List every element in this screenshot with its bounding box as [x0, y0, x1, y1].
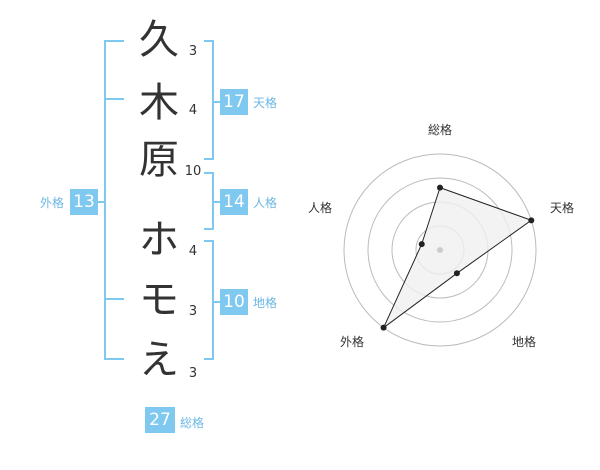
stroke-count-2: 4	[188, 103, 198, 118]
chikaku-value: 10	[220, 289, 248, 315]
soukaku-label: 総格	[180, 416, 205, 430]
gaikaku-value: 13	[70, 189, 98, 215]
chikaku-bracket-tick	[204, 358, 214, 360]
radar-grid-ring	[367, 177, 513, 323]
chikaku-label: 地格	[253, 296, 278, 310]
stroke-count-3: 10	[184, 164, 202, 179]
radar-point-5	[418, 241, 425, 248]
gaikaku-label: 外格	[40, 196, 65, 210]
radar-axis-label-chikaku: 地格	[512, 334, 536, 349]
radar-area	[383, 186, 533, 329]
name-char-1: 久	[139, 17, 179, 63]
jinkaku-label: 人格	[253, 196, 278, 210]
name-char-5: モ	[139, 277, 179, 323]
radar-point-4	[380, 324, 387, 331]
tenkaku-bracket-tick	[204, 40, 214, 42]
radar-point-2	[528, 217, 535, 224]
gaikaku-bracket-tick	[104, 298, 124, 300]
radar-axis-label-tenkaku: 天格	[550, 200, 574, 215]
radar-point-3	[453, 270, 460, 277]
stroke-count-1: 3	[188, 44, 198, 59]
radar-chart: 総格 天格 地格 外格 人格	[308, 122, 574, 349]
chikaku-bracket-vertical	[212, 240, 214, 360]
chikaku-bracket-tick	[204, 240, 214, 242]
jinkaku-bracket-arm	[212, 201, 222, 203]
soukaku-value: 27	[145, 407, 175, 433]
radar-axis-label-soukaku: 総格	[428, 122, 452, 137]
name-char-4: ホ	[139, 217, 179, 263]
tenkaku-bracket-tick	[204, 158, 214, 160]
name-char-6: え	[139, 337, 179, 383]
gaikaku-bracket-vertical	[104, 40, 106, 360]
gaikaku-bracket-tick	[104, 98, 124, 100]
gaikaku-bracket-tick	[104, 40, 124, 42]
gaikaku-bracket-tick	[104, 358, 124, 360]
radar-grid-ring	[343, 153, 537, 347]
name-char-3: 原	[139, 137, 179, 183]
gaikaku-bracket-arm	[98, 201, 106, 203]
stroke-count-5: 3	[188, 304, 198, 319]
radar-point-1	[437, 184, 443, 191]
tenkaku-bracket-arm	[212, 101, 222, 103]
tenkaku-label: 天格	[253, 96, 278, 110]
stroke-count-6: 3	[188, 366, 198, 381]
radar-axis-label-gaikaku: 外格	[340, 334, 364, 349]
tenkaku-value: 17	[220, 89, 248, 115]
chikaku-bracket-arm	[212, 301, 222, 303]
radar-axis-label-jinkaku: 人格	[308, 200, 332, 215]
jinkaku-value: 14	[220, 189, 248, 215]
name-char-2: 木	[139, 80, 179, 126]
jinkaku-bracket-tick	[204, 172, 214, 174]
tenkaku-bracket-vertical	[212, 40, 214, 160]
stroke-count-4: 4	[188, 244, 198, 259]
jinkaku-bracket-tick	[204, 228, 214, 230]
radar-center	[437, 247, 443, 253]
